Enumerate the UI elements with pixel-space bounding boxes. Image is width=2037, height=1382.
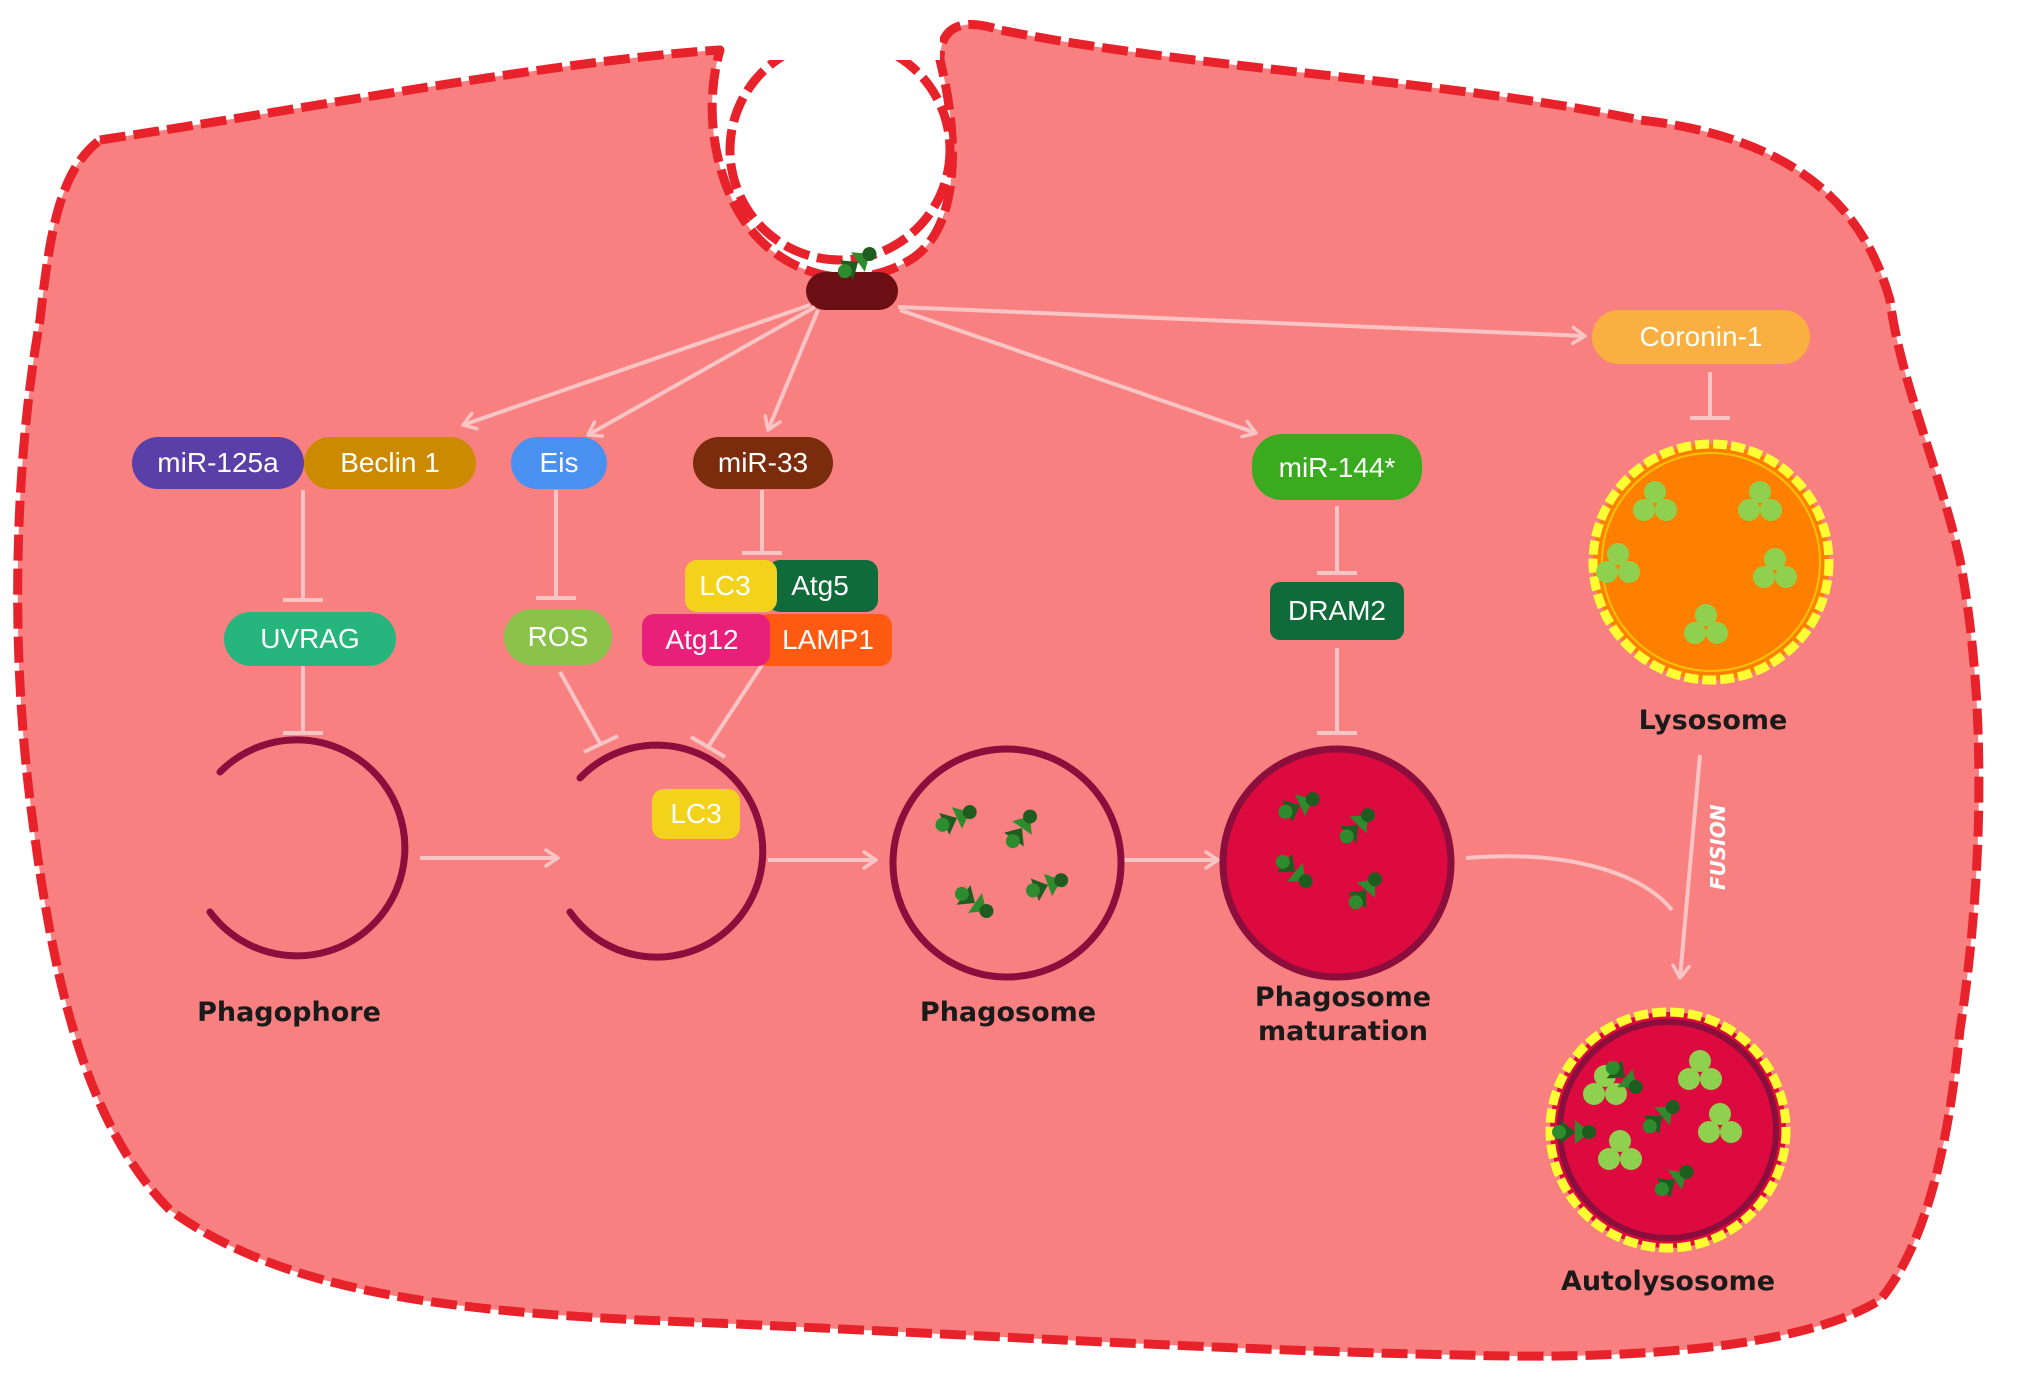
arrow-to-mir144 <box>899 308 1258 439</box>
cell-body <box>13 20 1984 1361</box>
phagophore-membrane <box>206 736 409 960</box>
arrow-maturation-to-autolysosome <box>1465 854 1674 912</box>
arrow-to-eis <box>586 305 816 438</box>
node-lc3: LC3 <box>685 560 777 612</box>
atg12-label: Atg12 <box>665 624 738 655</box>
fusion-label: FUSION <box>1706 804 1730 890</box>
ros-label: ROS <box>528 621 589 652</box>
node-eis: Eis <box>511 437 607 489</box>
node-mir125a: miR-125a <box>132 437 304 489</box>
inhibition-lines <box>283 372 1730 759</box>
node-mir33: miR-33 <box>693 437 833 489</box>
bacterium-host-vesicle <box>806 272 898 310</box>
beclin1-label: Beclin 1 <box>340 447 440 478</box>
node-lamp1: LAMP1 <box>756 614 892 666</box>
lc3-label: LC3 <box>699 570 750 601</box>
node-uvrag: UVRAG <box>224 612 396 666</box>
caption-maturation-line1: Phagosome <box>1255 982 1431 1013</box>
arrow-lysosome-to-autolysosome <box>1671 754 1702 980</box>
caption-phagosome: Phagosome <box>920 997 1096 1028</box>
arrow-to-mir33 <box>763 309 820 432</box>
coronin1-label: Coronin-1 <box>1640 321 1763 352</box>
node-dram2: DRAM2 <box>1270 582 1404 640</box>
node-atg12: Atg12 <box>642 614 770 666</box>
uvrag-label: UVRAG <box>260 623 360 654</box>
node-ros: ROS <box>504 609 612 665</box>
caption-phagophore: Phagophore <box>197 997 381 1028</box>
lc3-membrane-label: LC3 <box>670 798 721 829</box>
caption-maturation-line2: maturation <box>1258 1016 1428 1047</box>
engulfment-pocket <box>725 35 955 265</box>
node-lc3-membrane: LC3 <box>652 789 740 839</box>
atg5-label: Atg5 <box>791 570 849 601</box>
node-coronin1: Coronin-1 <box>1592 310 1810 364</box>
node-mir144: miR-144* <box>1252 434 1422 500</box>
dram2-label: DRAM2 <box>1288 595 1386 626</box>
phagosome-maturation <box>1219 745 1455 981</box>
arrow-to-beclin1 <box>461 303 811 431</box>
node-atg5: Atg5 <box>768 560 878 612</box>
mir33-label: miR-33 <box>718 447 808 478</box>
phagosome <box>889 745 1125 981</box>
node-beclin1: Beclin 1 <box>304 437 476 489</box>
lc3-membrane <box>566 741 767 961</box>
arrow-to-coronin1 <box>897 305 1587 346</box>
eis-label: Eis <box>540 447 579 478</box>
caption-lysosome: Lysosome <box>1639 705 1788 736</box>
lamp1-label: LAMP1 <box>782 624 874 655</box>
caption-autolysosome: Autolysosome <box>1561 1266 1775 1297</box>
mir144-label: miR-144* <box>1279 452 1396 483</box>
mir125a-label: miR-125a <box>157 447 279 478</box>
